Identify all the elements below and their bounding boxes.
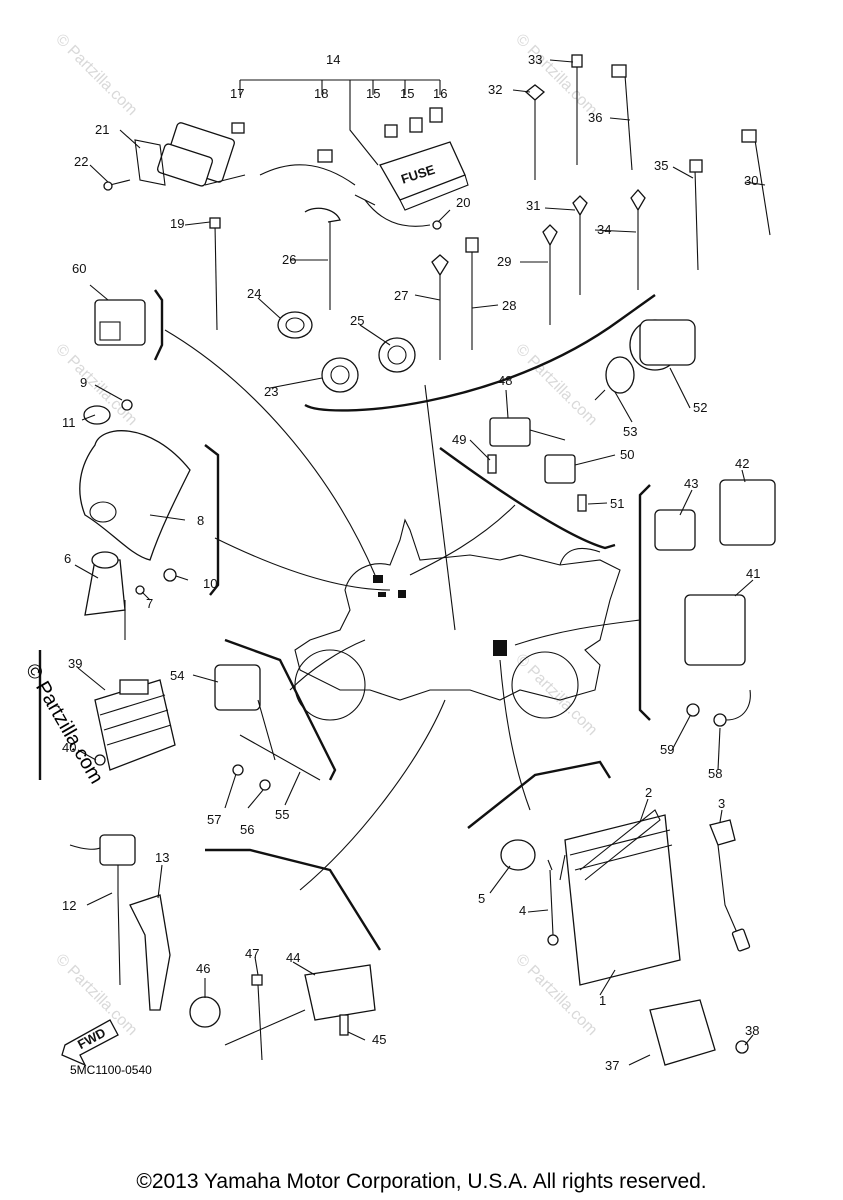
part-number: 39 xyxy=(68,656,82,671)
part-number: 45 xyxy=(372,1032,386,1047)
group-leaders xyxy=(164,329,641,891)
part-number: 33 xyxy=(528,52,542,67)
part-number: 34 xyxy=(597,222,611,237)
sensor-12-group: FWD xyxy=(61,834,171,1067)
part-number: 47 xyxy=(245,946,259,961)
part-number: 52 xyxy=(693,400,707,415)
part-number: 56 xyxy=(240,822,254,837)
watermark-4: © Partzilla.com xyxy=(512,341,600,429)
part-number: 8 xyxy=(197,513,204,528)
watermark-1: © Partzilla.com xyxy=(52,31,140,119)
part-number: 6 xyxy=(64,551,71,566)
part-number: 30 xyxy=(744,173,758,188)
part-number: 20 xyxy=(456,195,470,210)
part-number: 22 xyxy=(74,154,88,169)
part-number: 55 xyxy=(275,807,289,822)
part-number: 1 xyxy=(599,993,606,1008)
part-number: 26 xyxy=(282,252,296,267)
part-number: 15 xyxy=(400,86,414,101)
part-number: 36 xyxy=(588,110,602,125)
part-number: 5 xyxy=(478,891,485,906)
part-number: 32 xyxy=(488,82,502,97)
watermark-5: © Partzilla.com xyxy=(512,651,600,739)
part-number: 44 xyxy=(286,950,300,965)
part-number: 15 xyxy=(366,86,380,101)
part-number: 9 xyxy=(80,375,87,390)
part-number: 31 xyxy=(526,198,540,213)
watermark-2: © Partzilla.com xyxy=(512,31,600,119)
part-number: 18 xyxy=(314,86,328,101)
part-number: 50 xyxy=(620,447,634,462)
regulator-group xyxy=(94,679,176,771)
switch-group xyxy=(487,319,696,512)
battery-group xyxy=(500,809,751,1066)
part-number: 17 xyxy=(230,86,244,101)
watermark-6: © Partzilla.com xyxy=(52,951,140,1039)
part-number: 58 xyxy=(708,766,722,781)
part-number: 57 xyxy=(207,812,221,827)
part-number: 14 xyxy=(326,52,340,67)
part-number: 10 xyxy=(203,576,217,591)
sensor-44-group xyxy=(189,964,376,1061)
part-number: 49 xyxy=(452,432,466,447)
part-number: 40 xyxy=(62,740,76,755)
part-number: 42 xyxy=(735,456,749,471)
part-number: 23 xyxy=(264,384,278,399)
part-number: 7 xyxy=(146,596,153,611)
part-number: 28 xyxy=(502,298,516,313)
part-number: 25 xyxy=(350,313,364,328)
part-number: 24 xyxy=(247,286,261,301)
part-number: 37 xyxy=(605,1058,619,1073)
part-number: 35 xyxy=(654,158,668,173)
part-number: 60 xyxy=(72,261,86,276)
part-number: 2 xyxy=(645,785,652,800)
part-number: 43 xyxy=(684,476,698,491)
part-number: 38 xyxy=(745,1023,759,1038)
part-number: 19 xyxy=(170,216,184,231)
part-number: 11 xyxy=(62,415,76,430)
part-number: 48 xyxy=(498,373,512,388)
group-brackets xyxy=(38,289,656,951)
part-number: 46 xyxy=(196,961,210,976)
relays-right-group xyxy=(654,479,776,727)
part-number: 51 xyxy=(610,496,624,511)
part-number: 59 xyxy=(660,742,674,757)
ignition-group xyxy=(79,399,191,640)
part-number: 16 xyxy=(433,86,447,101)
part-number-labels: 1 2 3 4 5 6 7 8 9 10 11 12 13 14 15 15 1… xyxy=(62,52,760,1073)
part-number: 29 xyxy=(497,254,511,269)
part-number: 41 xyxy=(746,566,760,581)
part-number: 4 xyxy=(519,903,526,918)
part-number: 3 xyxy=(718,796,725,811)
part-number: 27 xyxy=(394,288,408,303)
motorcycle-outline xyxy=(294,518,621,721)
cable-ties-group xyxy=(94,54,771,393)
number-leaders xyxy=(74,59,766,1066)
part-number: 21 xyxy=(95,122,109,137)
copyright-notice: ©2013 Yamaha Motor Corporation, U.S.A. A… xyxy=(136,1170,707,1193)
part-number: 13 xyxy=(155,850,169,865)
part-number: 12 xyxy=(62,898,76,913)
part-number: 53 xyxy=(623,424,637,439)
part-number: 54 xyxy=(170,668,184,683)
relay-54-group xyxy=(214,664,321,791)
diagram-code: 5MC1100-0540 xyxy=(70,1063,152,1077)
fuse-box-group: FUSE xyxy=(103,79,469,230)
